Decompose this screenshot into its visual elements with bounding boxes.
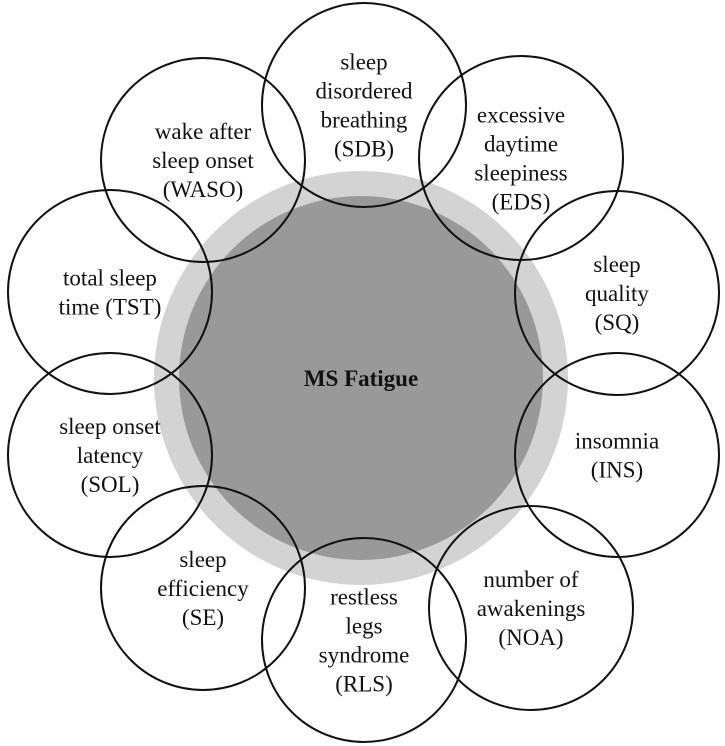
factor-label-sdb-line-3: breathing xyxy=(321,108,408,133)
factor-label-ins-line-2: (INS) xyxy=(591,458,643,483)
factor-circles: sleep disordered breathing (SDB) excessive da… xyxy=(7,2,720,743)
center-label: MS Fatigue xyxy=(304,366,418,391)
factor-label-sol-line-1: sleep onset xyxy=(59,414,161,439)
factor-label-waso-line-3: (WASO) xyxy=(163,177,244,202)
factor-label-tst-line-1: total sleep xyxy=(63,266,157,291)
factor-ins: insomnia (INS) xyxy=(514,352,720,558)
factor-label-se-line-3: (SE) xyxy=(182,605,224,630)
factor-label-ins-line-1: insomnia xyxy=(575,429,659,454)
factor-sq: sleep quality (SQ) xyxy=(514,190,720,396)
factor-sdb: sleep disordered breathing (SDB) xyxy=(261,2,467,208)
factor-label-noa-line-1: number of xyxy=(483,567,579,592)
factor-waso: wake after sleep onset (WASO) xyxy=(100,57,306,263)
factor-label-sdb-line-4: (SDB) xyxy=(334,137,394,162)
factor-label-rls-line-4: (RLS) xyxy=(335,672,393,697)
factor-noa: number of awakenings (NOA) xyxy=(428,505,634,711)
factor-rls: restless legs syndrome (RLS) xyxy=(261,537,467,743)
factor-label-se-line-2: efficiency xyxy=(157,576,249,601)
factor-label-eds-line-4: (EDS) xyxy=(492,190,551,215)
factor-circle-sol xyxy=(7,352,213,558)
factor-label-sol-line-2: latency xyxy=(77,443,144,468)
factor-label-tst-line-2: time (TST) xyxy=(59,295,162,320)
factor-label-rls-line-3: syndrome xyxy=(319,643,410,668)
factor-label-sdb-line-2: disordered xyxy=(315,79,413,104)
factor-label-eds-line-2: daytime xyxy=(484,132,558,157)
factor-circle-ins xyxy=(514,352,720,558)
factor-sol: sleep onset latency (SOL) xyxy=(7,352,213,558)
factor-label-rls-line-1: restless xyxy=(330,585,398,610)
factor-circle-se xyxy=(100,485,306,691)
factor-label-waso-line-1: wake after xyxy=(155,119,252,144)
factor-label-sol-line-3: (SOL) xyxy=(81,472,140,497)
factor-label-se-line-1: sleep xyxy=(179,547,226,572)
factor-circle-sq xyxy=(514,190,720,396)
factor-label-rls-line-2: legs xyxy=(345,614,382,639)
factor-circle-noa xyxy=(428,505,634,711)
factor-circle-tst xyxy=(7,189,213,395)
factor-se: sleep efficiency (SE) xyxy=(100,485,306,691)
factor-label-waso-line-2: sleep onset xyxy=(152,148,254,173)
factor-label-sq-line-2: quality xyxy=(585,281,649,306)
factor-circle-rls xyxy=(261,537,467,743)
factor-label-sdb-line-1: sleep xyxy=(340,50,387,75)
factor-circle-sdb xyxy=(261,2,467,208)
factor-label-noa-line-3: (NOA) xyxy=(498,625,563,650)
factor-label-sq-line-1: sleep xyxy=(593,252,640,277)
factor-eds: excessive daytime sleepiness (EDS) xyxy=(418,55,624,261)
factor-circle-waso xyxy=(100,57,306,263)
center-core xyxy=(179,196,543,560)
factor-label-eds-line-1: excessive xyxy=(477,103,565,128)
factor-label-sq-line-3: (SQ) xyxy=(595,310,640,335)
factor-label-eds-line-3: sleepiness xyxy=(474,161,567,186)
factor-tst: total sleep time (TST) xyxy=(7,189,213,395)
factor-label-noa-line-2: awakenings xyxy=(477,596,586,621)
